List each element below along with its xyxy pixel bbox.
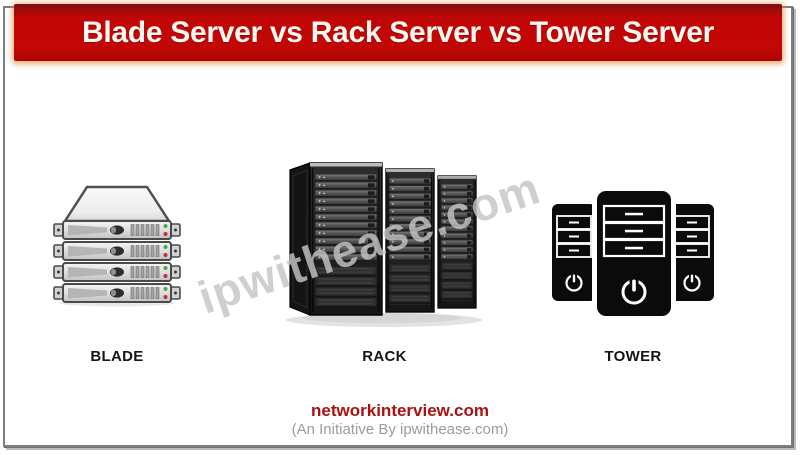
server-label-rack: RACK <box>362 348 407 365</box>
blade-server-icon <box>51 179 183 307</box>
rack-server-icon <box>282 150 487 330</box>
power-icon <box>683 273 701 292</box>
tower-server-icon <box>547 187 719 319</box>
rack-cabinet-middle <box>385 168 435 313</box>
server-label-tower: TOWER <box>604 348 662 365</box>
rack-cabinet-rear <box>437 175 477 309</box>
title-banner: Blade Server vs Rack Server vs Tower Ser… <box>14 4 782 61</box>
power-icon <box>621 278 647 305</box>
footer-tagline: (An Initiative By ipwithease.com) <box>291 421 509 438</box>
server-label-blade: BLADE <box>90 348 144 365</box>
page-title: Blade Server vs Rack Server vs Tower Ser… <box>82 15 714 49</box>
power-icon <box>565 273 583 292</box>
tower-center <box>592 187 676 319</box>
rack-cabinet-front <box>289 162 383 316</box>
footer-site-text: networkinterview.com <box>311 401 489 420</box>
tower-right <box>670 204 714 301</box>
blade-chassis-top <box>63 185 171 223</box>
tower-left <box>552 204 596 301</box>
